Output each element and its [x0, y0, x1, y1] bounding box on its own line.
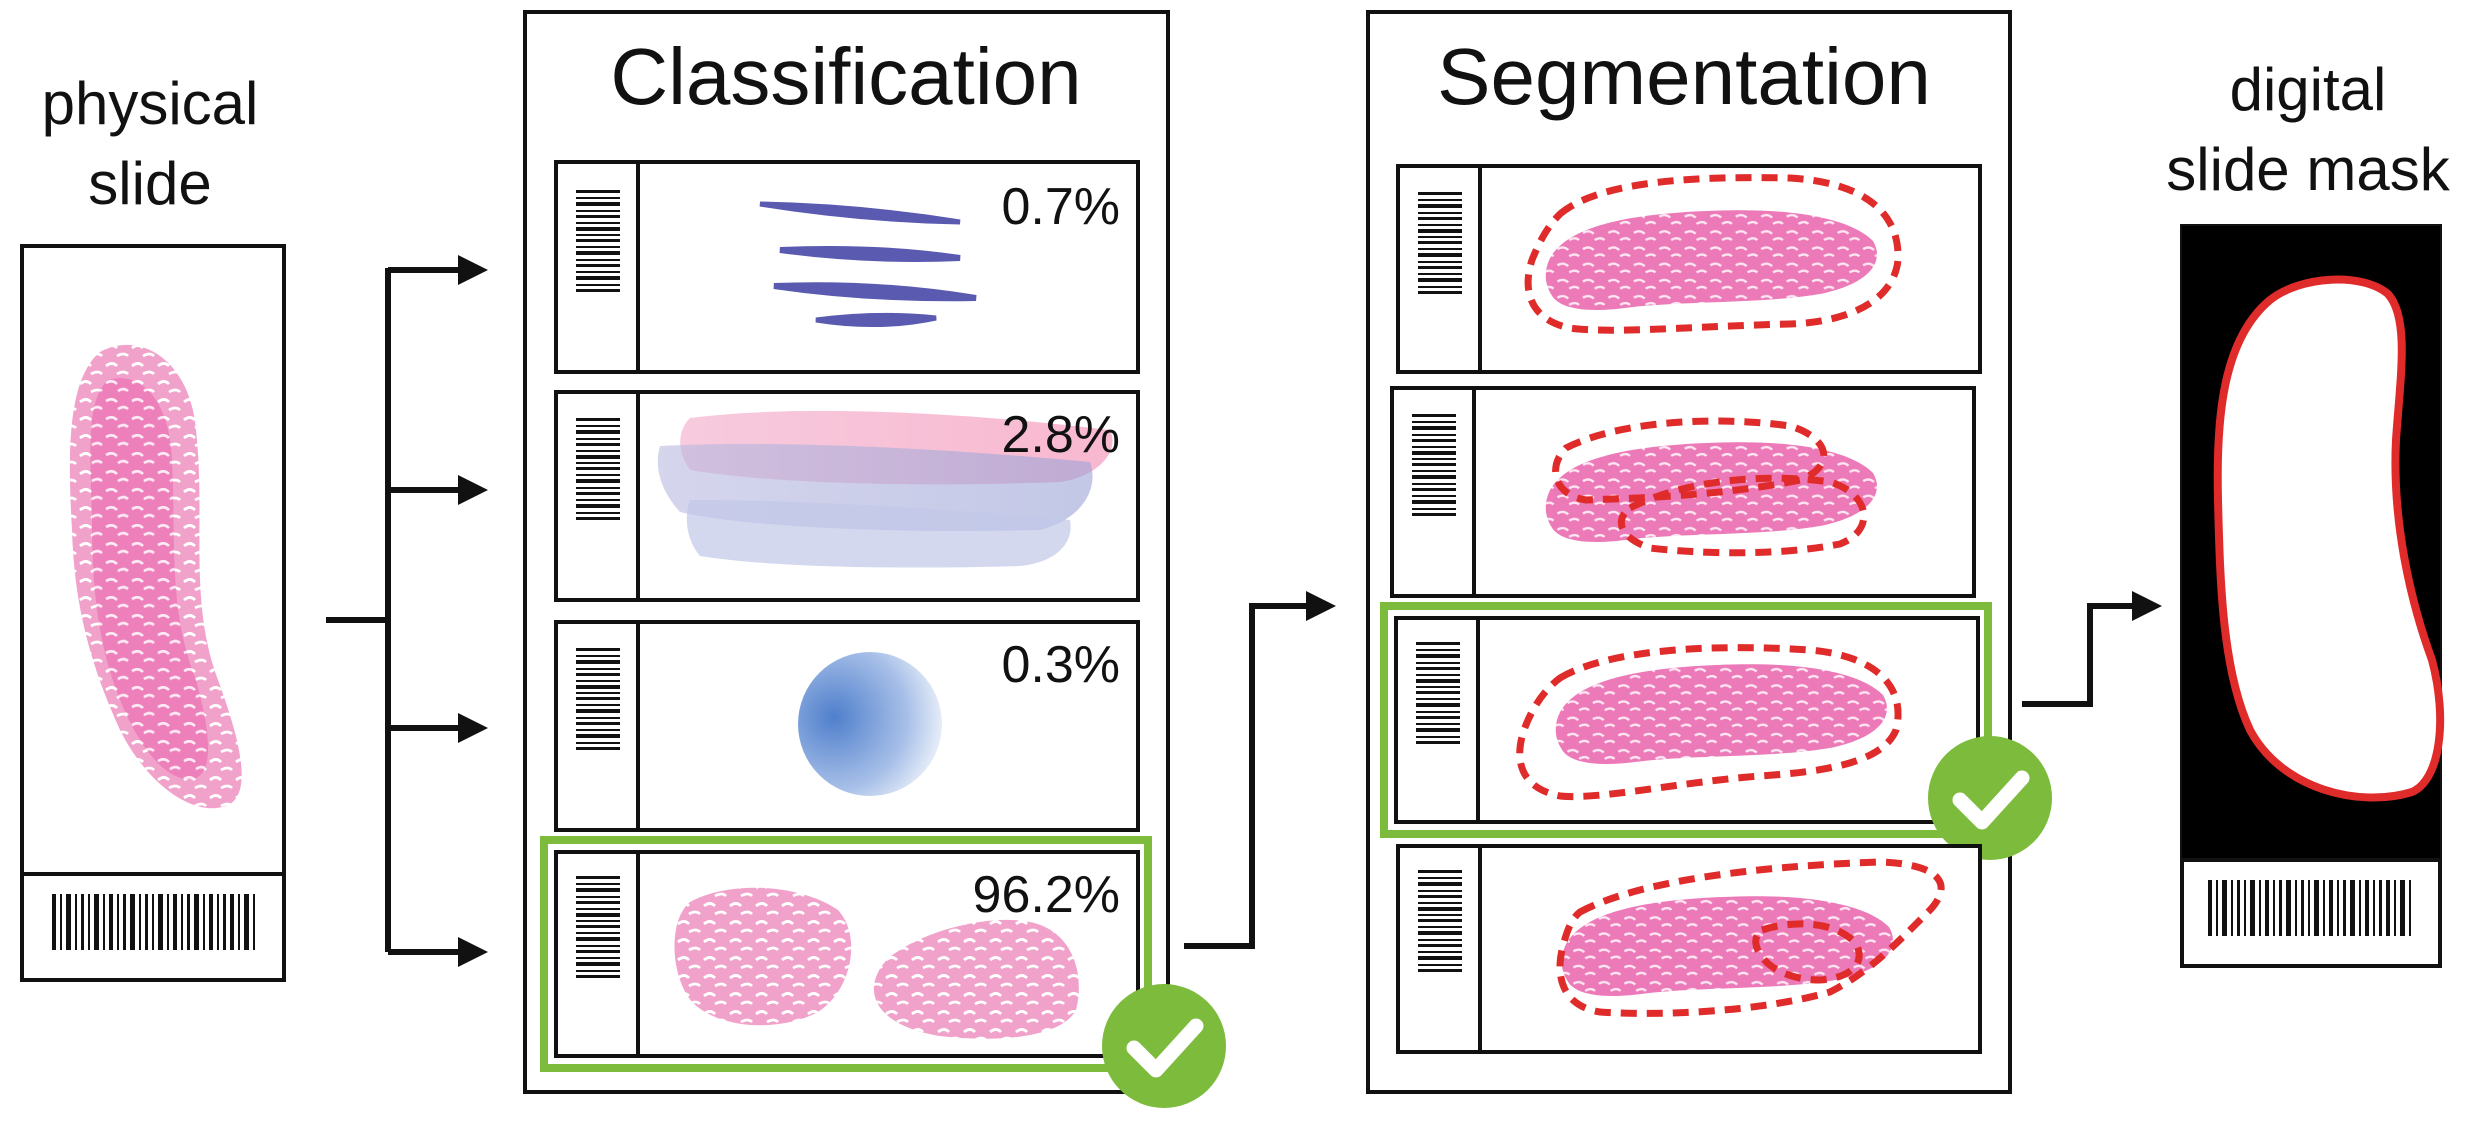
- segmentation-outline: [1516, 644, 1902, 801]
- classification-slide-smear: 2.8%: [554, 390, 1140, 602]
- segmentation-panel: Segmentation: [1366, 10, 2052, 1094]
- flow-arrow: [1184, 591, 1336, 949]
- classification-slide-pen-marks: 0.7%: [554, 160, 1140, 374]
- tissue-mask-region: [2213, 275, 2445, 802]
- classification-percent: 0.7%: [1001, 178, 1120, 236]
- classification-panel: Classification 0.7% 2.8%: [523, 10, 1226, 1108]
- classification-slide-bubble: 0.3%: [554, 620, 1140, 832]
- air-bubble: [798, 652, 942, 796]
- digital-slide-mask-section: digital slide mask: [2166, 56, 2451, 968]
- segmentation-outline: [1552, 417, 1828, 504]
- barcode-icon: [576, 876, 620, 978]
- branch-connector: [326, 255, 488, 967]
- digital-mask-label-line1: digital: [2230, 56, 2387, 123]
- barcode-icon: [576, 190, 620, 292]
- barcode-icon: [1418, 870, 1462, 972]
- segmentation-outline: [1617, 474, 1868, 557]
- segmentation-slide: [1396, 844, 1982, 1054]
- barcode-icon: [576, 418, 620, 520]
- check-circle-icon: [1928, 736, 2052, 860]
- physical-slide-section: physical slide: [20, 70, 286, 982]
- segmentation-slide-selected: [1380, 602, 1992, 838]
- barcode-icon: [1416, 642, 1460, 744]
- tissue-section: [674, 887, 852, 1026]
- check-circle-icon: [1102, 984, 1226, 1108]
- flow-arrow: [2022, 591, 2162, 707]
- segmentation-outline: [1556, 858, 1945, 1017]
- barcode-icon: [576, 648, 620, 750]
- barcode-icon: [1418, 192, 1462, 294]
- segmentation-slide: [1396, 164, 1982, 374]
- tissue-section: [873, 919, 1079, 1039]
- pen-marks: [759, 201, 977, 328]
- physical-slide-label-line2: slide: [88, 150, 211, 217]
- classification-percent: 0.3%: [1001, 636, 1120, 694]
- physical-slide-label-line1: physical: [42, 70, 259, 137]
- segmentation-outline: [1524, 174, 1902, 334]
- digital-mask-label-line2: slide mask: [2166, 136, 2450, 203]
- segmentation-title: Segmentation: [1437, 32, 1931, 121]
- barcode-icon: [1412, 414, 1456, 516]
- classification-title: Classification: [610, 32, 1081, 121]
- physical-slide-tissue: [69, 344, 242, 809]
- segmentation-hole-outline: [1752, 920, 1863, 984]
- classification-slide-tissue: 96.2%: [540, 836, 1152, 1072]
- segmentation-slide: [1390, 386, 1976, 598]
- classification-percent: 2.8%: [1001, 406, 1120, 464]
- barcode-icon: [2208, 880, 2411, 936]
- barcode-icon: [52, 894, 255, 950]
- classification-percent: 96.2%: [973, 866, 1120, 924]
- smear-artifact: [657, 410, 1113, 568]
